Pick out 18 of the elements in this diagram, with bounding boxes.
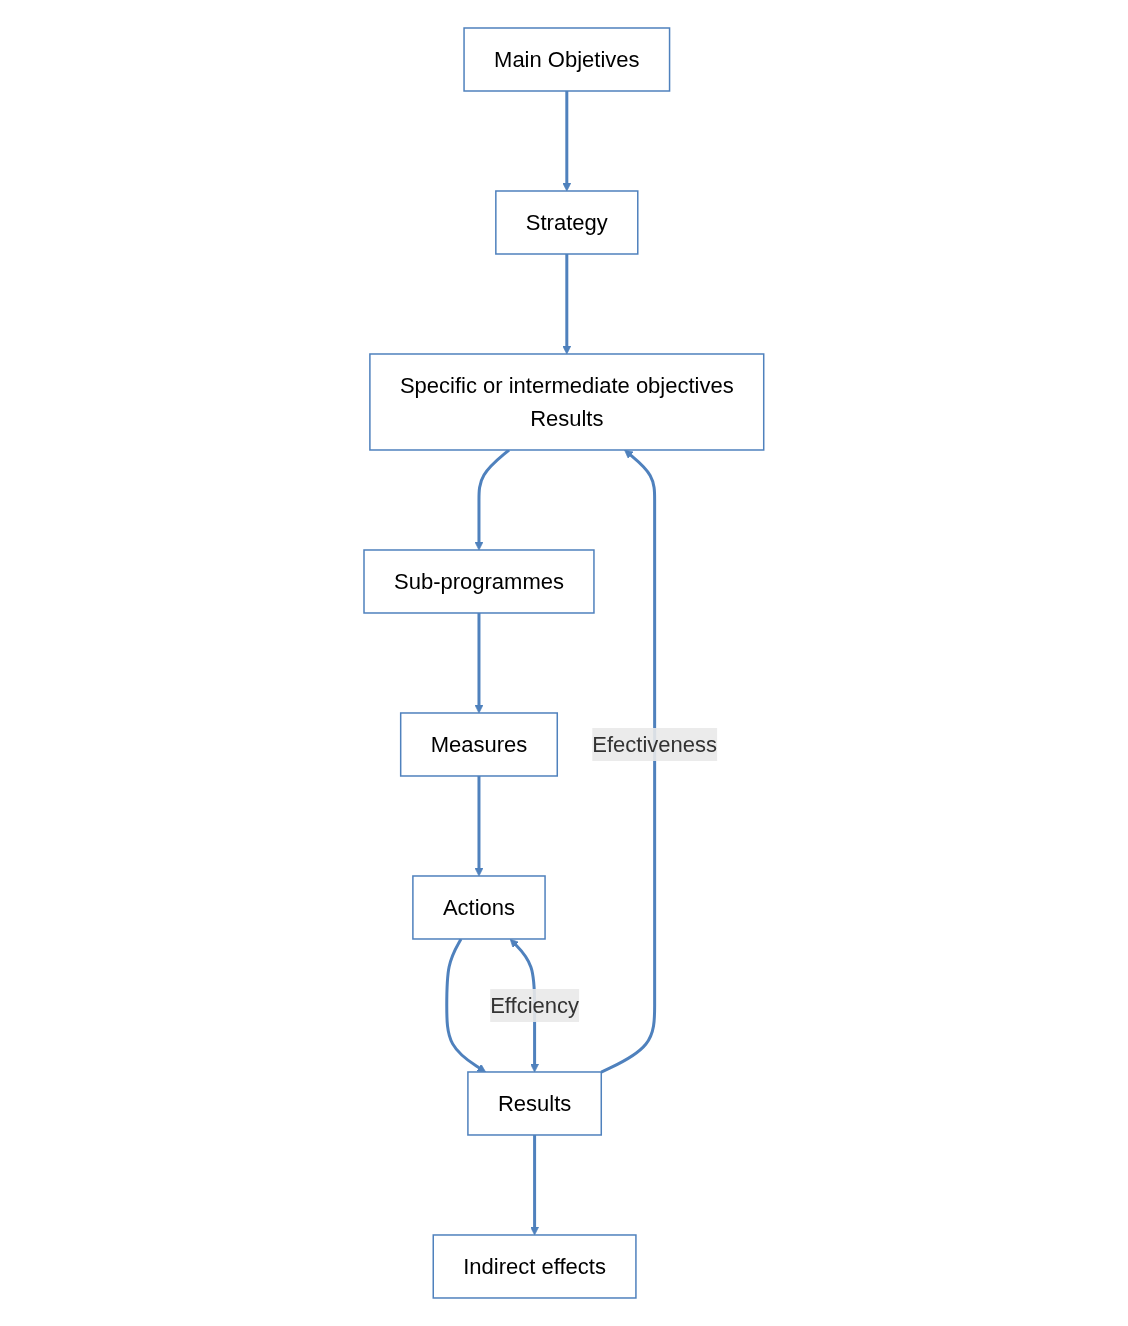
arrow [474,776,484,877]
arrow [600,449,657,1074]
node-box: Sub-programmes [363,549,595,614]
edge-label: Effciency [490,992,580,1018]
node-box: Results [467,1071,603,1136]
arrow [474,448,511,551]
node-box: Measures [400,712,559,777]
arrow [474,613,484,714]
edge-label: Efectiveness [592,731,718,757]
node-box: Indirect effects [432,1234,637,1299]
arrow [445,938,487,1073]
node-box: Actions [412,875,546,940]
arrow [562,91,572,192]
node-box: Strategy [495,190,639,255]
arrow [530,1135,540,1236]
node-box: Main Objetives [463,27,671,92]
node-box: Specific or intermediate objectives Results [369,353,765,451]
arrow [562,254,572,355]
